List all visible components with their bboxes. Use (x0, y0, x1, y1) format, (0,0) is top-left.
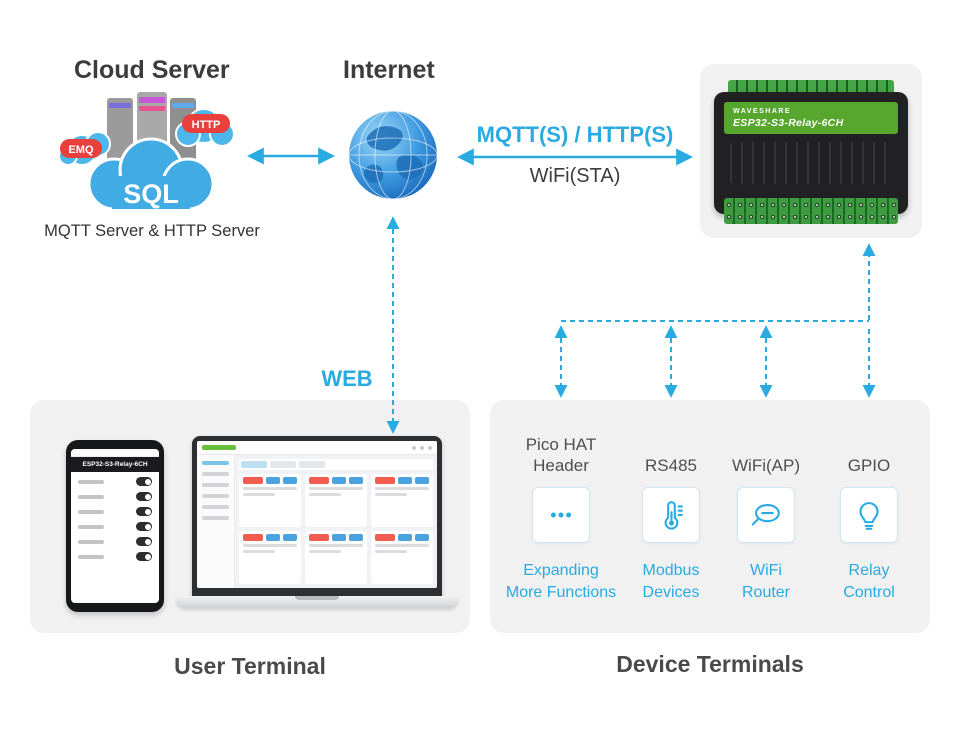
toggle-icon (136, 522, 152, 531)
laptop-mockup (176, 436, 458, 608)
device-terminal-item-gpio: GPIO Relay Control (809, 428, 929, 605)
toggle-icon (136, 507, 152, 516)
cloud-server-caption: MQTT Server & HTTP Server (44, 222, 260, 240)
sidebar-item (202, 472, 229, 476)
tab (299, 461, 325, 468)
device-vents (730, 142, 892, 184)
http-badge: HTTP (192, 119, 221, 131)
list-item (78, 492, 152, 501)
relay-card (371, 474, 433, 527)
sidebar-item (202, 516, 229, 520)
pico-hat-icon-box (532, 487, 590, 543)
phone-screen: ESP32-S3-Relay-6CH (71, 449, 159, 603)
device-terminal-header: GPIO (847, 455, 891, 475)
row-label (78, 539, 104, 544)
device-terminal-label: WiFi Router (741, 562, 791, 602)
list-item (78, 552, 152, 561)
rs485-icon-box (642, 487, 700, 543)
device-terminal-item-pico-hat: Pico HAT Header Expanding More Functions (501, 428, 621, 605)
relay-card (371, 531, 433, 584)
topbar-icon (420, 445, 424, 450)
row-label (78, 554, 104, 559)
device-brand: WAVESHARE (733, 107, 792, 115)
row-label (78, 494, 104, 499)
list-item (78, 507, 152, 516)
phone-relay-list (71, 472, 159, 603)
wifi-ap-icon-box (737, 487, 795, 543)
relay-card (305, 474, 367, 527)
router-bubble-icon (751, 503, 780, 526)
toggle-icon (136, 537, 152, 546)
wifi-sta-label: WiFi(STA) (529, 165, 621, 187)
dashboard-topbar (197, 441, 437, 455)
toggle-icon (136, 492, 152, 501)
device-terminal-label: Modbus Devices (642, 562, 700, 602)
internet-globe-icon (348, 110, 438, 200)
phone-status-bar (71, 449, 159, 457)
device-terminals-caption: Device Terminals (616, 651, 804, 677)
row-label (78, 509, 104, 514)
cloud-shape-top-right: HTTP (175, 108, 235, 147)
device-terminal-label: Expanding More Functions (505, 562, 617, 602)
cloud-server-title: Cloud Server (74, 56, 230, 84)
device-terminal-header: Pico HAT Header (525, 434, 597, 475)
waveshare-logo-icon (202, 445, 236, 450)
device-terminal-item-rs485: RS485 Modbus Devices (611, 428, 731, 605)
user-terminal-caption: User Terminal (174, 653, 326, 679)
phone-mockup: ESP32-S3-Relay-6CH (66, 440, 164, 612)
list-item (78, 522, 152, 531)
toggle-icon (136, 477, 152, 486)
protocol-label: MQTT(S) / HTTP(S) (476, 122, 674, 147)
ellipsis-icon (550, 512, 572, 518)
row-label (78, 524, 104, 529)
emq-badge: EMQ (68, 144, 94, 156)
bulb-icon (859, 502, 879, 530)
cloud-shape-left: EMQ (58, 131, 111, 166)
topbar-icon (428, 445, 432, 450)
dashboard-tabs (239, 459, 433, 470)
toggle-icon (136, 552, 152, 561)
device-terminal-label: Relay Control (843, 562, 895, 602)
dashboard-sidebar (197, 455, 235, 588)
sidebar-item (202, 461, 229, 465)
relay-card-grid (239, 474, 433, 584)
dashboard-content (235, 455, 437, 588)
relay-device-body: WAVESHARE ESP32-S3-Relay-6CH (714, 92, 908, 214)
internet-title: Internet (343, 56, 435, 84)
laptop-base (176, 596, 458, 608)
relay-device-image: WAVESHARE ESP32-S3-Relay-6CH (714, 80, 908, 224)
sidebar-item (202, 483, 229, 487)
thermometer-icon (664, 501, 683, 530)
topbar-icon (412, 445, 416, 450)
list-item (78, 477, 152, 486)
relay-card (239, 474, 301, 527)
phone-app-title: ESP32-S3-Relay-6CH (71, 457, 159, 472)
row-label (78, 479, 104, 484)
sidebar-item (202, 505, 229, 509)
list-item (78, 537, 152, 546)
tab (270, 461, 296, 468)
device-label-band: WAVESHARE ESP32-S3-Relay-6CH (724, 102, 898, 134)
laptop-screen (192, 436, 442, 596)
device-terminal-header: WiFi(AP) (732, 455, 800, 475)
cloud-shape-main: SQL (87, 137, 215, 211)
device-terminal-item-wifi-ap: WiFi(AP) WiFi Router (706, 428, 826, 605)
web-label: WEB (321, 366, 373, 391)
sidebar-item (202, 494, 229, 498)
terminal-block-bottom-icon (724, 198, 898, 224)
tab (241, 461, 267, 468)
gpio-icon-box (840, 487, 898, 543)
relay-card (305, 531, 367, 584)
relay-card (239, 531, 301, 584)
cloud-server-icon: HTTP EMQ SQL (58, 92, 235, 211)
device-terminal-header: RS485 (645, 455, 697, 475)
web-dashboard (197, 441, 437, 588)
device-model: ESP32-S3-Relay-6CH (733, 116, 844, 129)
sql-badge: SQL (123, 179, 179, 209)
